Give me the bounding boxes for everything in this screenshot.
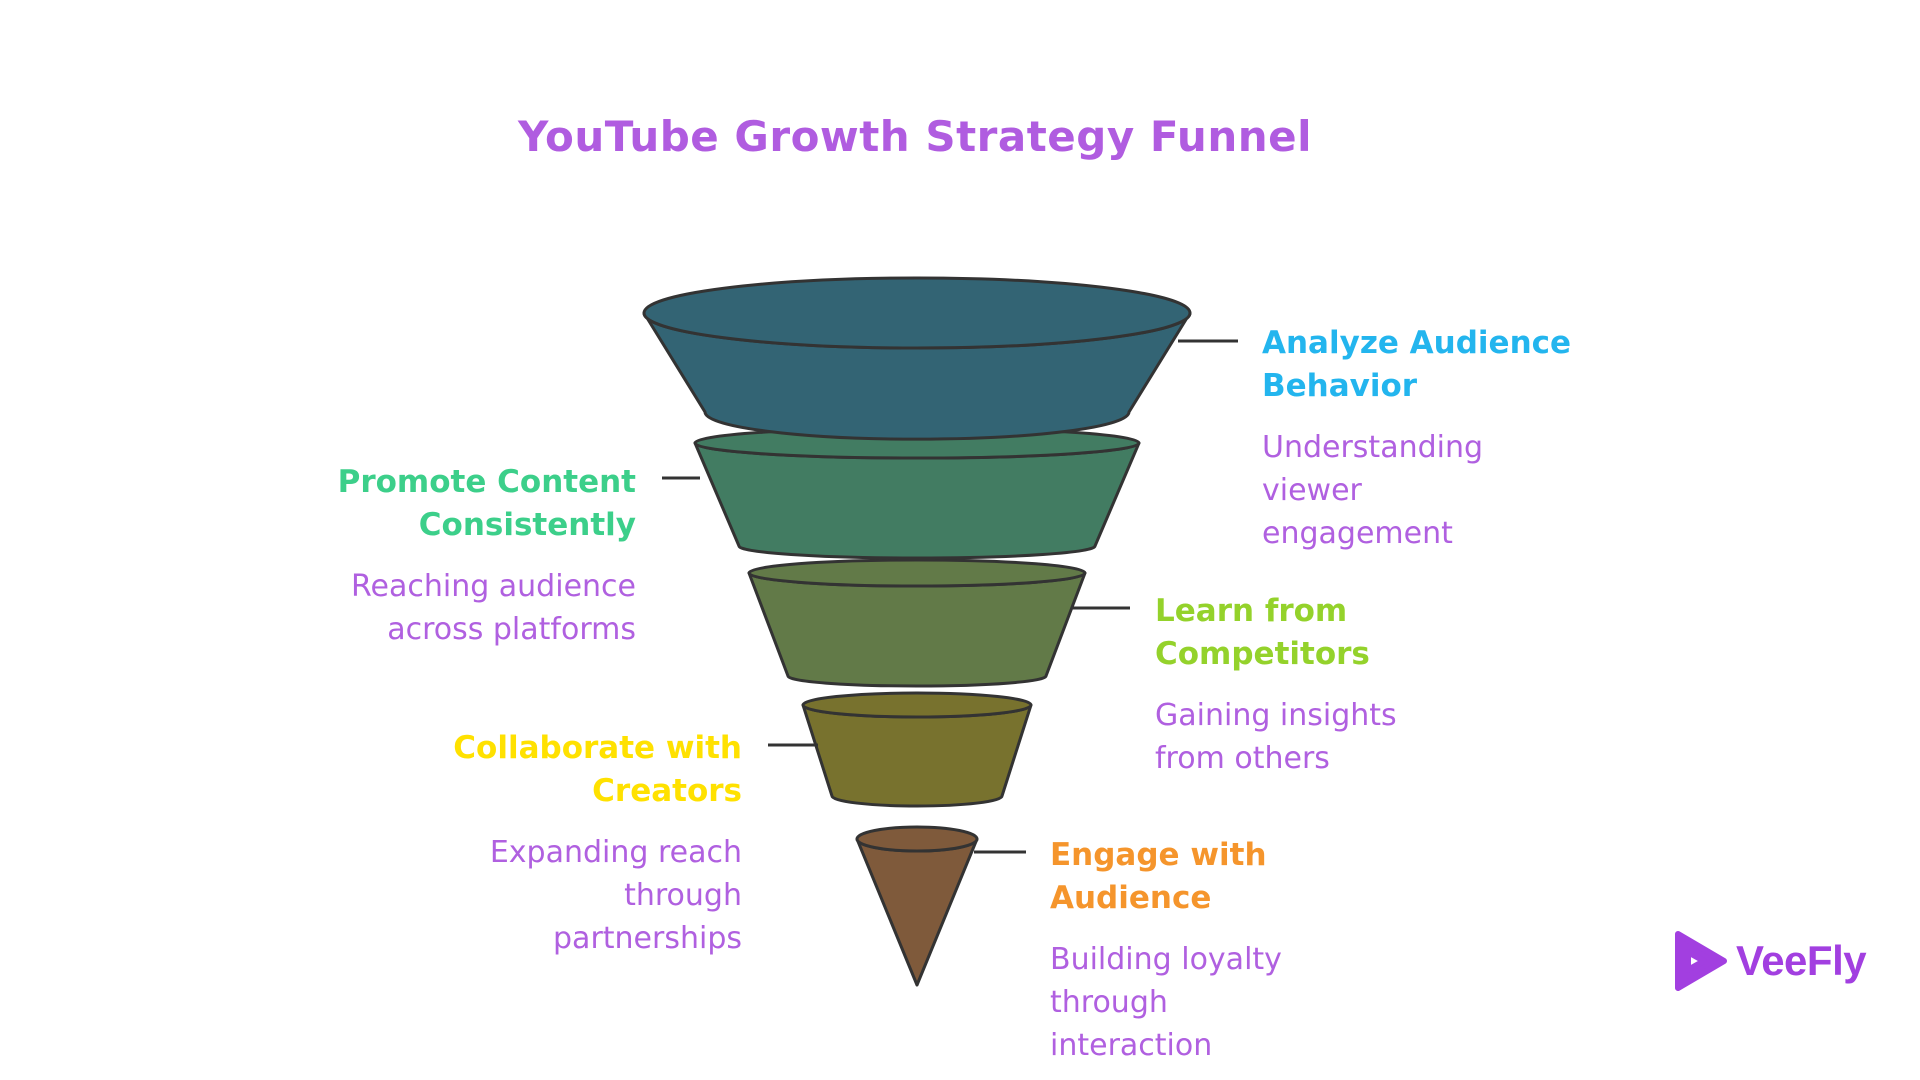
stage-title: Engage with Audience bbox=[1050, 837, 1267, 916]
funnel-layer-4 bbox=[801, 691, 1033, 808]
funnel-layer-rim bbox=[747, 558, 1087, 588]
funnel-layer-body bbox=[801, 703, 1033, 808]
stage-title: Learn from Competitors bbox=[1155, 593, 1370, 672]
funnel-layer-body bbox=[693, 441, 1141, 560]
stage-analyze-audience: Analyze Audience Behavior Understanding … bbox=[1262, 322, 1642, 555]
funnel-layer-2 bbox=[693, 426, 1141, 560]
stage-engage-audience: Engage with Audience Building loyalty th… bbox=[1050, 834, 1350, 1067]
funnel-layer-1 bbox=[642, 276, 1192, 441]
stage-learn-competitors: Learn from Competitors Gaining insights … bbox=[1155, 590, 1485, 780]
stage-title: Promote Content Consistently bbox=[337, 464, 636, 543]
funnel-layer-body bbox=[747, 571, 1087, 688]
stage-title: Analyze Audience Behavior bbox=[1262, 325, 1572, 404]
connector-lines bbox=[662, 339, 1238, 854]
funnel-layer-body bbox=[855, 837, 979, 987]
stage-title: Collaborate with Creators bbox=[453, 730, 742, 809]
diagram-title: YouTube Growth Strategy Funnel bbox=[517, 112, 1313, 161]
veefly-logo: VeeFly bbox=[1672, 928, 1867, 994]
logo-text: VeeFly bbox=[1736, 937, 1867, 984]
funnel-layers bbox=[642, 276, 1192, 987]
stage-collaborate-creators: Collaborate with Creators Expanding reac… bbox=[400, 727, 742, 960]
funnel-layer-rim bbox=[801, 691, 1033, 719]
stage-description: Gaining insights from others bbox=[1155, 698, 1397, 776]
stage-description: Understanding viewer engagement bbox=[1262, 430, 1484, 551]
funnel-layer-5 bbox=[855, 825, 979, 987]
funnel-layer-rim bbox=[642, 276, 1192, 350]
funnel-layer-3 bbox=[747, 558, 1087, 688]
stage-description: Building loyalty through interaction bbox=[1050, 942, 1282, 1063]
play-triangle-icon bbox=[1675, 931, 1727, 991]
stage-description: Reaching audience across platforms bbox=[351, 569, 636, 647]
stage-description: Expanding reach through partnerships bbox=[489, 835, 742, 956]
stage-promote-content: Promote Content Consistently Reaching au… bbox=[236, 461, 636, 651]
funnel-layer-rim bbox=[855, 825, 979, 853]
